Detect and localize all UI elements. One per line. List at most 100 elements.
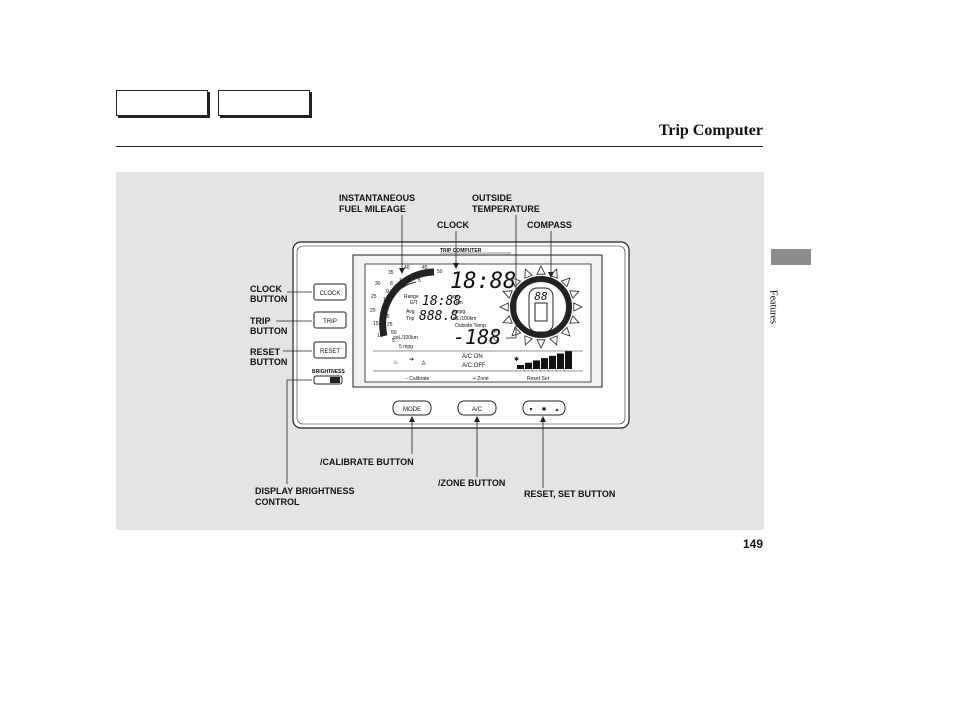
gauge-unit-mpg: 5 mpg	[399, 344, 413, 350]
fan-speed-bar	[517, 365, 524, 369]
svg-text:BUTTON: BUTTON	[250, 357, 287, 367]
fan-speed-button[interactable]	[522, 400, 566, 416]
svg-text:RESET, SET BUTTON: RESET, SET BUTTON	[524, 489, 615, 499]
range-label: Range	[404, 294, 419, 300]
compass-ray	[573, 302, 583, 312]
fan-speed-bar	[557, 353, 564, 369]
zone-function-label: + Zone	[473, 376, 489, 382]
svg-text:/CALIBRATE BUTTON: /CALIBRATE BUTTON	[320, 457, 414, 467]
avg-mileage-display: 888.8	[419, 309, 458, 324]
svg-text:CONTROL: CONTROL	[255, 497, 300, 507]
svg-text:FUEL MILEAGE: FUEL MILEAGE	[339, 204, 406, 214]
brightness-slider-knob[interactable]	[330, 377, 340, 383]
gauge-inner-tick-label: 6	[408, 278, 411, 284]
seated-person-icon: ♙	[421, 360, 426, 367]
callout-instantaneous-fuel-mileage: INSTANTANEOUS FUEL MILEAGE	[339, 193, 415, 274]
section-tab-box-2	[218, 90, 310, 116]
reset-set-function-label: Reset Set	[527, 376, 550, 382]
gauge-outer-tick-label: 45	[422, 265, 428, 271]
fan-down-icon: ▼	[529, 407, 534, 413]
figure-panel: TRIP COMPUTER CLOCK TRIP RESET BRIGHTNES…	[116, 172, 764, 530]
fan-indicator-icon: ✱	[514, 356, 519, 363]
reset-button[interactable]	[313, 341, 347, 359]
range-display: 18:88	[422, 294, 461, 309]
airflow-arrow-icon: ➔	[409, 357, 414, 363]
avg-unit-kmpg: kmpg	[453, 309, 465, 315]
gauge-outer-tick-label: 15	[373, 321, 379, 327]
temperature-display: -188	[453, 325, 501, 349]
gauge-inner-tick-label: 5	[418, 278, 421, 284]
reset-button-label: RESET	[320, 349, 340, 355]
callout-compass: COMPASS	[527, 220, 572, 278]
clock-button-label: CLOCK	[320, 291, 341, 297]
range-unit-km: km	[456, 300, 463, 306]
svg-text:TEMPERATURE: TEMPERATURE	[472, 204, 540, 214]
gauge-outer-tick-label: 25	[371, 294, 377, 300]
fan-speed-bar	[541, 358, 548, 369]
svg-text:COMPASS: COMPASS	[527, 220, 572, 230]
callout-reset-set-button: RESET, SET BUTTON	[524, 416, 615, 499]
temp-unit-f: °F	[492, 329, 497, 335]
section-tab-box-1	[116, 90, 208, 116]
mode-button[interactable]	[392, 400, 432, 416]
compass-ray	[569, 315, 580, 324]
gauge-inner-tick-label: 10	[383, 297, 389, 303]
fan-speed-bar	[533, 360, 540, 369]
brightness-label: BRIGHTNESS	[312, 369, 345, 375]
compass-display: 88	[499, 265, 583, 349]
outside-temp-label: Outside Temp	[455, 323, 486, 329]
callout-zone-button: /ZONE BUTTON	[438, 416, 505, 488]
svg-text:/ZONE BUTTON: /ZONE BUTTON	[438, 478, 505, 488]
ac-on-indicator: A/C ON	[462, 354, 483, 360]
svg-text:RESET: RESET	[250, 347, 281, 357]
chapter-tab-marker	[771, 249, 811, 265]
avg-unit-ml: mL/100km	[453, 316, 476, 322]
range-unit-mi: mi	[453, 294, 458, 300]
fan-icon: ✱	[541, 406, 546, 413]
svg-text:BUTTON: BUTTON	[250, 294, 287, 304]
svg-text:DISPLAY BRIGHTNESS: DISPLAY BRIGHTNESS	[255, 486, 355, 496]
defrost-icon: ♨	[393, 359, 398, 366]
trip-button[interactable]	[313, 311, 347, 329]
compass-ray	[524, 335, 533, 346]
clock-button[interactable]	[313, 283, 347, 301]
compass-ray	[569, 290, 580, 299]
compass-ray	[536, 265, 546, 275]
gauge-inner-tick-label: 15	[384, 314, 390, 320]
callout-outside-temperature: OUTSIDE TEMPERATURE	[472, 193, 540, 339]
compass-ray	[502, 315, 513, 324]
page-number: 149	[742, 537, 763, 551]
gauge-outer-tick-label: 40	[404, 265, 410, 271]
gauge-inner-tick-label: 50	[391, 330, 397, 336]
svg-text:TRIP: TRIP	[250, 316, 271, 326]
fan-speed-bars	[517, 351, 572, 369]
clock-display: 18:88	[450, 269, 516, 294]
gauge-outer-tick-label: 30	[375, 281, 381, 287]
elapsed-time-label: E/T	[410, 300, 418, 306]
gauge-inner-tick-label: 9	[386, 289, 389, 295]
svg-text:INSTANTANEOUS: INSTANTANEOUS	[339, 193, 415, 203]
page-title: Trip Computer	[658, 122, 763, 139]
trip-label: Trip	[406, 316, 415, 322]
fan-speed-bar	[549, 355, 556, 369]
ac-button[interactable]	[457, 400, 497, 416]
unit-header-label: TRIP COMPUTER	[440, 248, 482, 254]
temp-unit-c: °C	[492, 337, 498, 343]
gauge-inner-tick-label: 25	[387, 322, 393, 328]
callout-display-brightness-control: DISPLAY BRIGHTNESS CONTROL	[255, 379, 355, 507]
fan-speed-bar	[565, 351, 572, 369]
svg-text:CLOCK: CLOCK	[250, 284, 282, 294]
gauge-outer-tick-label: 50	[437, 269, 443, 275]
gauge-inner-tick-label: 5	[392, 338, 395, 344]
compass-ray	[549, 335, 558, 346]
calibrate-function-label: − Calibrate	[405, 376, 430, 382]
compass-ray	[502, 290, 513, 299]
fan-speed-bar	[525, 362, 532, 369]
callout-calibrate-button: /CALIBRATE BUTTON	[320, 416, 415, 467]
trip-computer-diagram: TRIP COMPUTER CLOCK TRIP RESET BRIGHTNES…	[250, 193, 630, 507]
svg-text:BUTTON: BUTTON	[250, 326, 287, 336]
callout-trip-button: TRIP BUTTON	[250, 316, 312, 336]
svg-text:CLOCK: CLOCK	[437, 220, 469, 230]
compass-ray	[560, 326, 571, 337]
